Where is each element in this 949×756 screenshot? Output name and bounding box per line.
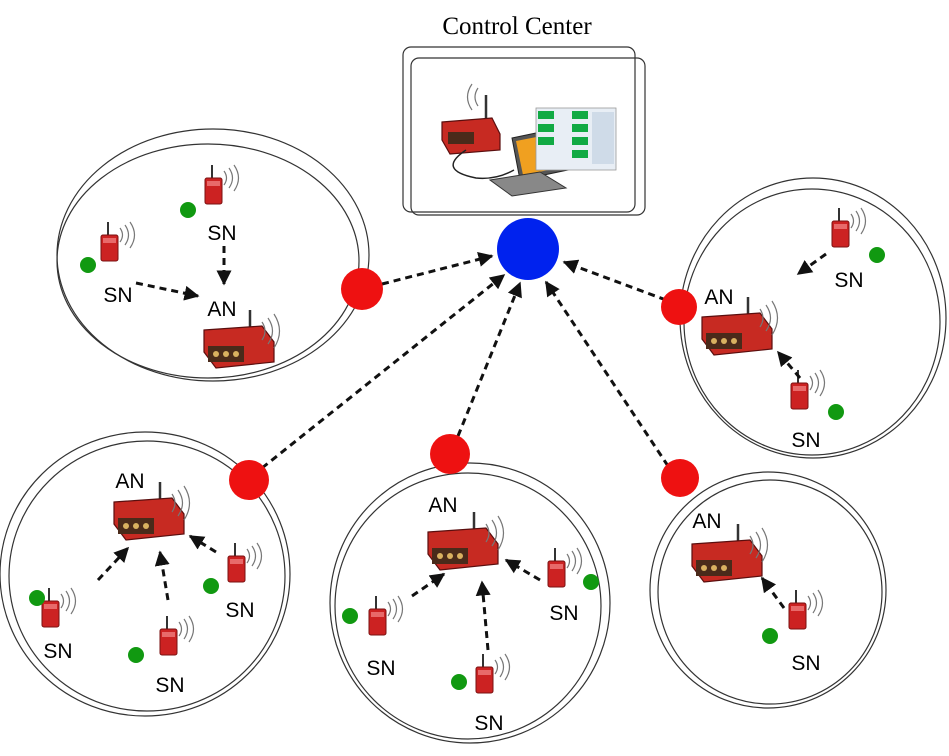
router-icon (441, 83, 501, 155)
gateway-node (661, 459, 699, 497)
cluster-bottom-middle: AN SN SN SN (329, 462, 611, 744)
sensor-dot (342, 608, 358, 624)
sensor-dot (128, 647, 144, 663)
sensor-node-icon (227, 542, 263, 583)
cluster-bottom-right: AN SN (649, 471, 887, 709)
sensor-dot (828, 404, 844, 420)
sn-label: SN (225, 599, 254, 622)
sn-label: SN (549, 602, 578, 625)
sn-label: SN (207, 222, 236, 245)
sensor-node-icon (368, 595, 404, 636)
cluster-top-right: SN AN SN (679, 177, 947, 459)
sn-label: SN (791, 429, 820, 452)
gateway-node (430, 434, 470, 474)
sensor-dot (451, 674, 467, 690)
sn-label: SN (155, 674, 184, 697)
sn-label: SN (834, 269, 863, 292)
control-center-panel (402, 46, 646, 216)
sensor-dot (869, 247, 885, 263)
an-label: AN (692, 510, 721, 533)
sensor-node-icon (204, 164, 240, 205)
sensor-dot (583, 574, 599, 590)
sensor-node-icon (790, 369, 826, 410)
an-label: AN (704, 286, 733, 309)
hub-node (497, 218, 559, 280)
sn-label: SN (43, 640, 72, 663)
hub-links (261, 252, 670, 470)
sn-label: SN (791, 652, 820, 675)
sn-label: SN (366, 657, 395, 680)
gateway-node (661, 289, 697, 325)
cluster-top-left: SN SN AN (56, 128, 370, 382)
sensor-dot (762, 628, 778, 644)
sensor-node-icon (100, 221, 136, 262)
monitor-panel-icon (535, 107, 617, 171)
an-label: AN (428, 494, 457, 517)
sensor-dot (203, 578, 219, 594)
sensor-node-icon (547, 547, 583, 588)
anchor-node-icon (426, 510, 505, 572)
sensor-node-icon (41, 587, 77, 628)
an-label: AN (115, 470, 144, 493)
sensor-node-icon (159, 615, 195, 656)
sn-label: SN (474, 712, 503, 735)
sensor-dot (180, 202, 196, 218)
sensor-dot (29, 590, 45, 606)
an-label: AN (207, 298, 236, 321)
gateway-node (229, 460, 269, 500)
sensor-node-icon (831, 207, 867, 248)
sensor-dot (80, 257, 96, 273)
cluster-bottom-left: AN SN SN SN (0, 431, 291, 717)
sn-label: SN (103, 284, 132, 307)
gateway-node (341, 268, 383, 310)
control-center-title: Control Center (442, 13, 592, 40)
sensor-node-icon (788, 589, 824, 630)
sensor-node-icon (475, 653, 511, 694)
